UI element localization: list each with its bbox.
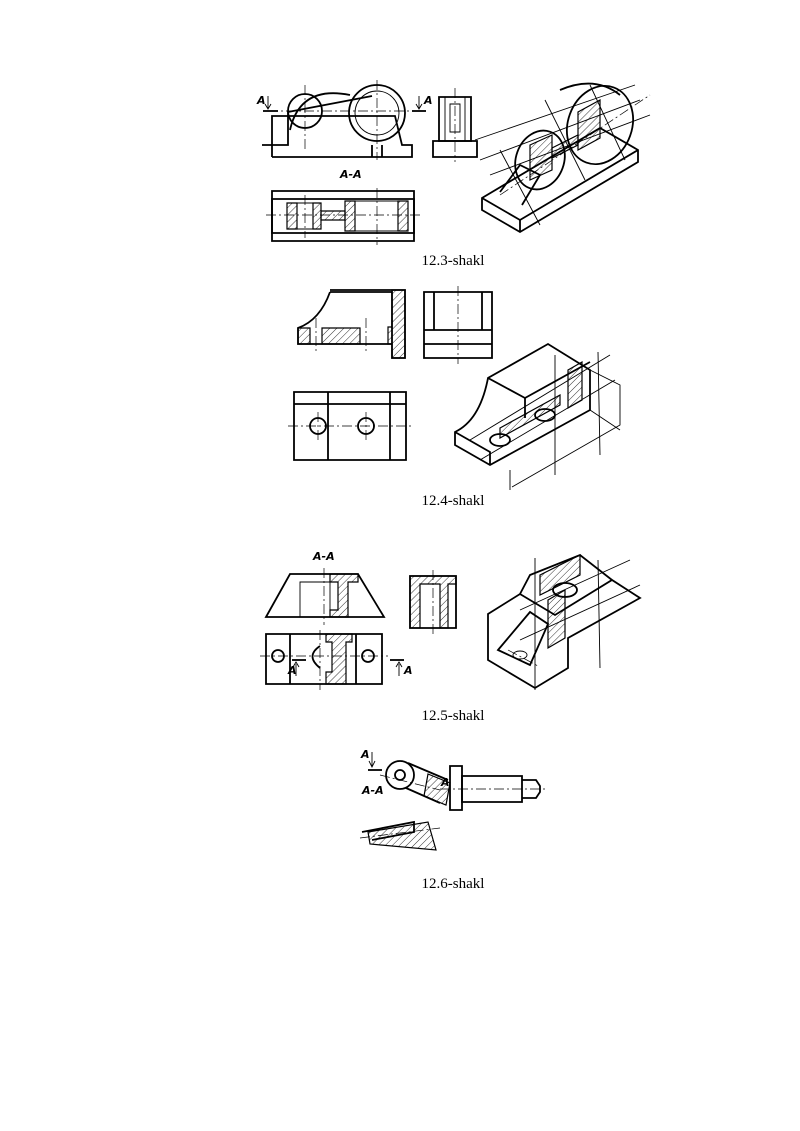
figure-12-6-drawing	[360, 752, 548, 850]
fig-12-5-cut-label-left: A	[287, 664, 297, 677]
fig-12-4-isometric-view	[455, 344, 620, 490]
figure-12-4-drawing	[288, 286, 620, 490]
fig-12-4-top-view	[288, 392, 412, 460]
fig-12-4-front-view	[298, 290, 405, 358]
fig-12-5-section-title: A-A	[312, 550, 335, 563]
fig-12-5-isometric-view	[488, 555, 640, 690]
fig-12-3-front-view	[262, 80, 426, 160]
figure-12-3-drawing	[262, 76, 650, 245]
fig-12-4-side-view	[424, 286, 492, 364]
figure-caption: 12.5-shakl	[421, 708, 485, 724]
fig-12-3-cut-label-right: A	[423, 94, 433, 107]
fig-12-6-section-title: A-A	[361, 784, 384, 797]
fig-12-6-section-view	[360, 822, 440, 850]
figure-caption: 12.6-shakl	[421, 876, 485, 892]
figure-caption: 12.4-shakl	[421, 493, 485, 509]
fig-12-5-top-view	[260, 630, 404, 690]
fig-12-6-main-view	[368, 752, 548, 810]
figure-12-5-drawing	[260, 555, 640, 690]
fig-12-5-cut-label-right: A	[403, 664, 413, 677]
fig-12-6-cut-label-side: A	[440, 776, 450, 789]
fig-12-3-side-view	[433, 88, 477, 162]
fig-12-5-side-view	[410, 570, 456, 634]
fig-12-3-section-view	[266, 188, 420, 245]
figure-caption: 12.3-shakl	[421, 253, 485, 269]
fig-12-3-isometric-view	[475, 76, 650, 232]
fig-12-3-section-title: A-A	[339, 168, 362, 181]
fig-12-5-front-view	[266, 568, 384, 625]
fig-12-3-cut-label-left: A	[256, 94, 266, 107]
fig-12-6-cut-label-top: A	[360, 748, 370, 761]
